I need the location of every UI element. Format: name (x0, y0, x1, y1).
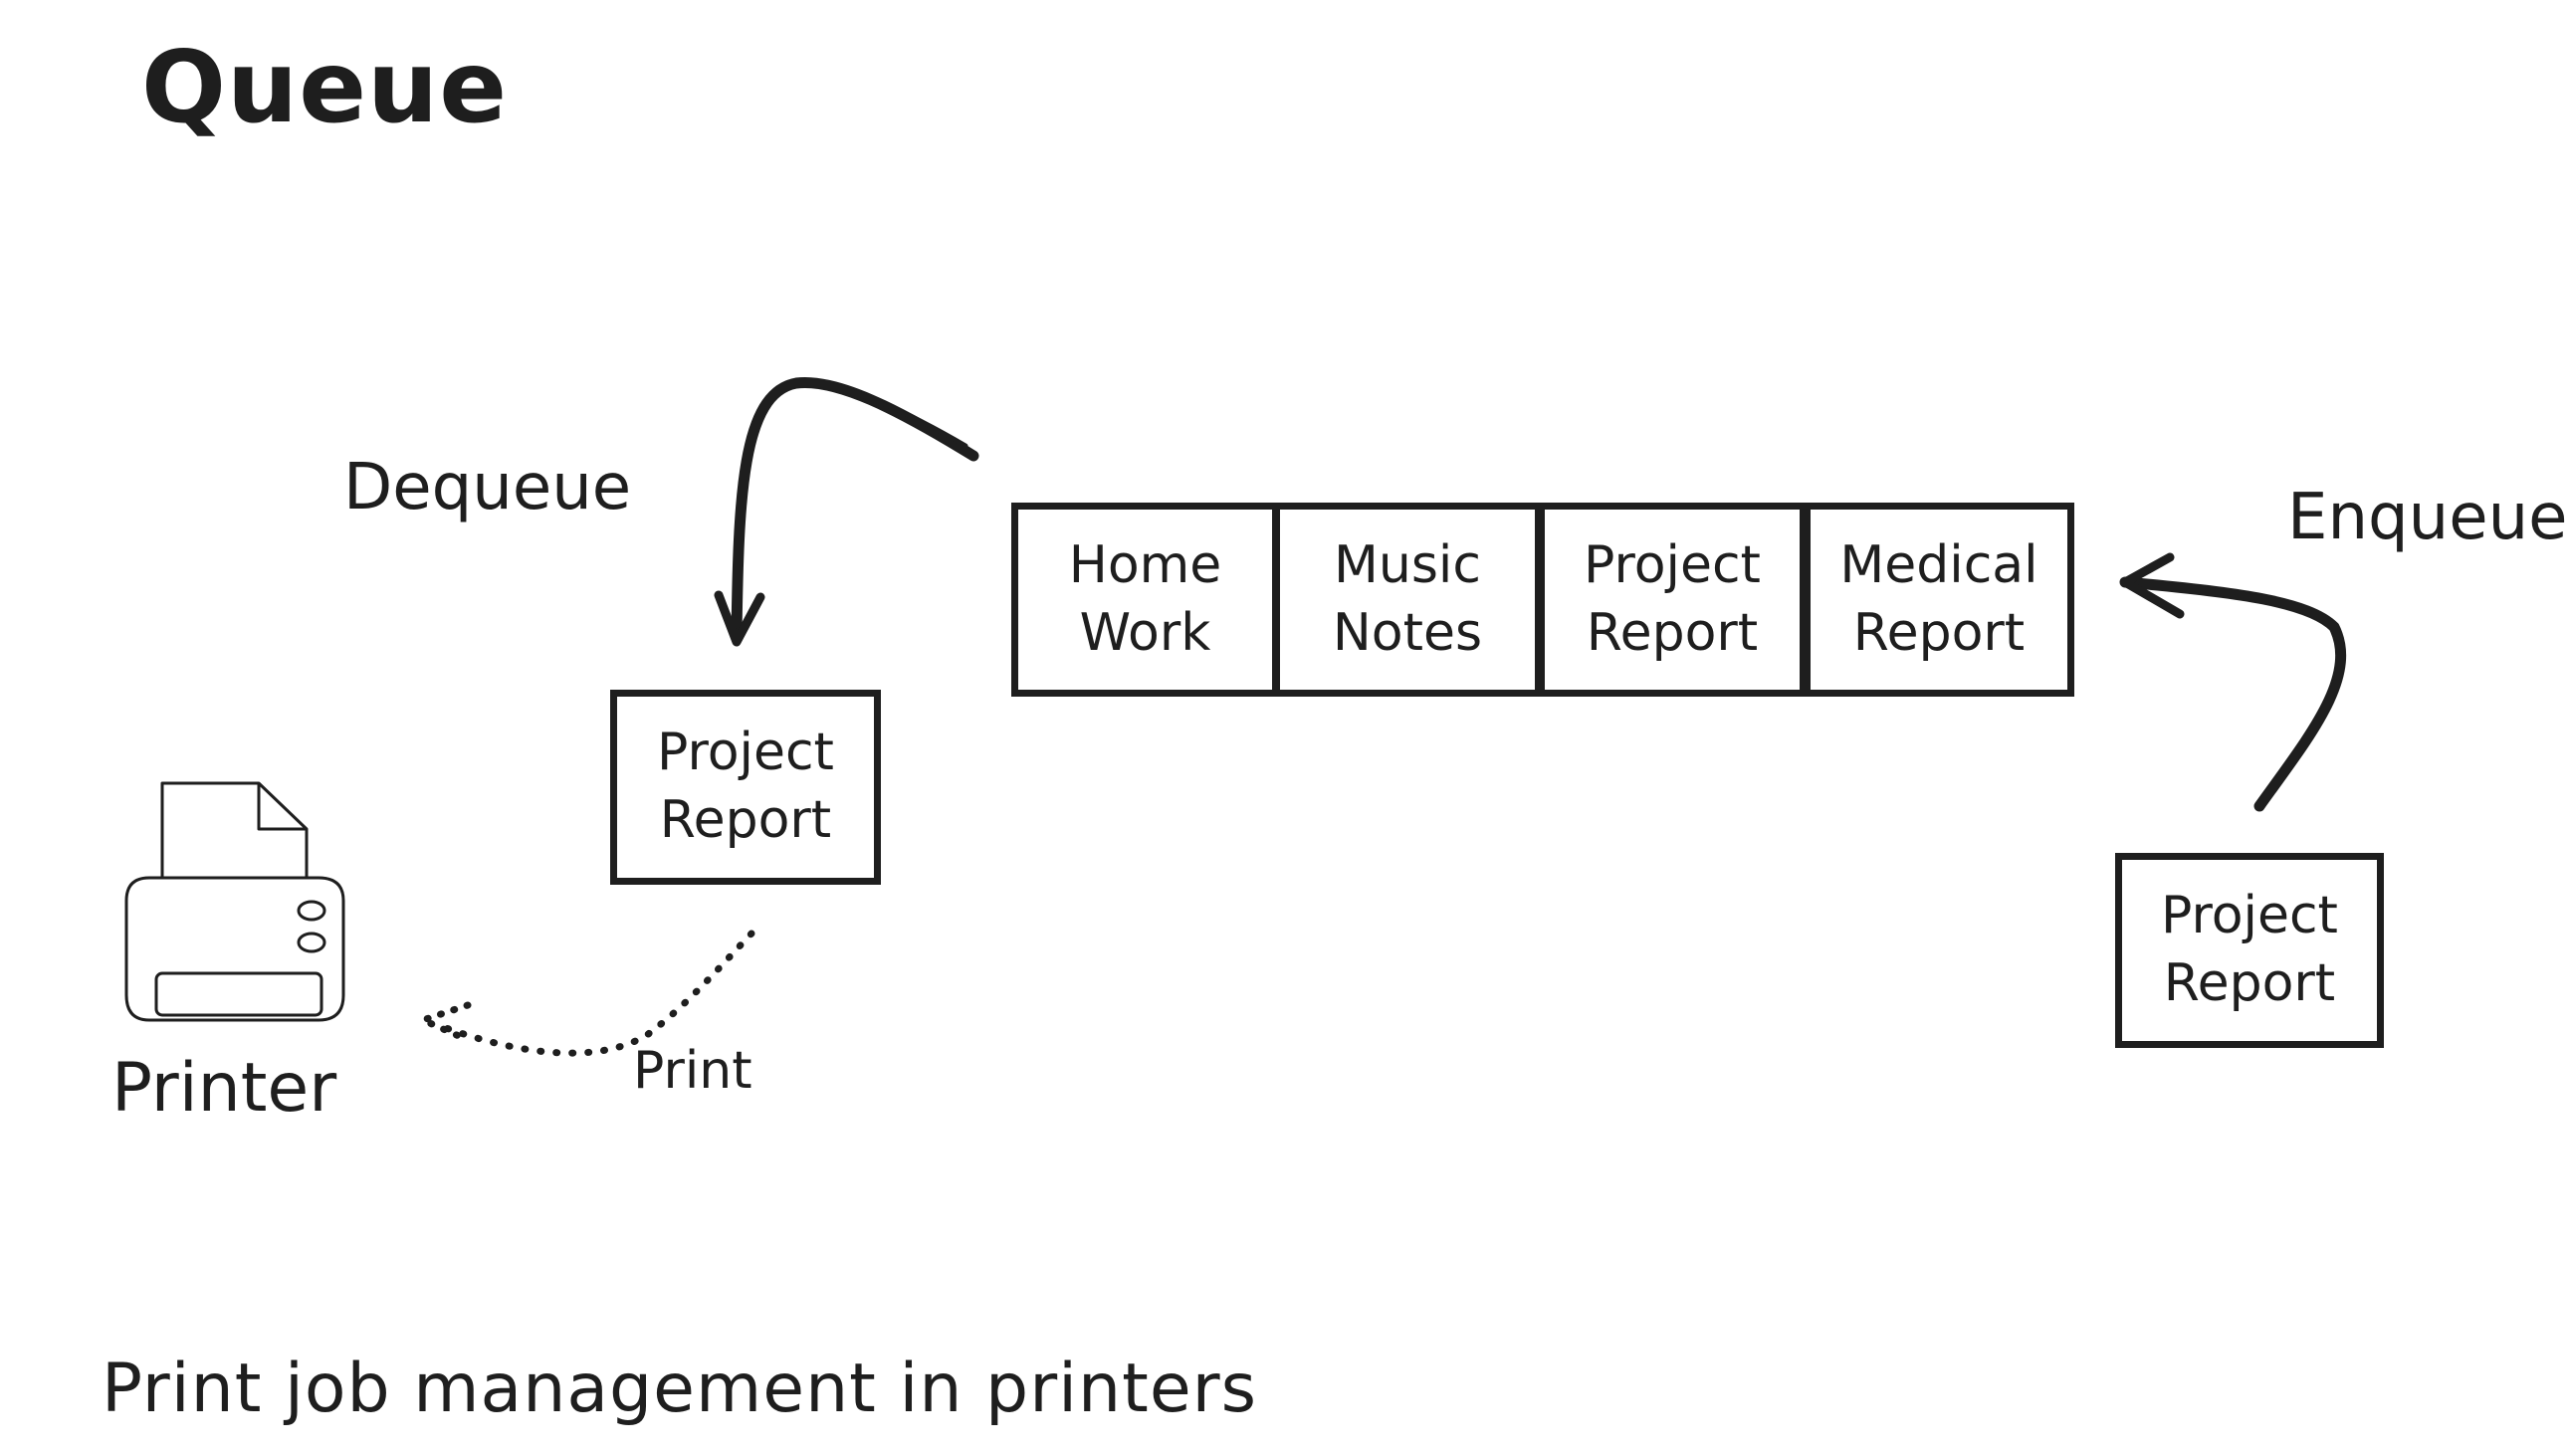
queue-item-line: Medical (1839, 534, 2038, 595)
dequeue-arrow (714, 376, 979, 647)
print-label: Print (633, 1041, 752, 1101)
incoming-item-line: Project (2161, 886, 2338, 946)
printer-icon (124, 781, 345, 1022)
queue-item-line: Project (1584, 534, 1761, 595)
queue-item-home-work: Home Work (1011, 503, 1279, 697)
diagram-title: Queue (141, 29, 509, 145)
queue-item-medical-report: Medical Report (1804, 503, 2074, 697)
queue-item-line: Report (1852, 602, 2026, 663)
dequeued-item-line: Report (659, 790, 832, 850)
diagram-caption: Print job management in printers (102, 1350, 1258, 1428)
queue-item-line: Work (1079, 602, 1211, 663)
queue-item-line: Music (1334, 534, 1481, 595)
dequeue-label: Dequeue (343, 451, 632, 524)
queue-item-music-notes: Music Notes (1273, 503, 1542, 697)
enqueue-label: Enqueue (2287, 481, 2568, 554)
incoming-item: Project Report (2115, 853, 2384, 1048)
dequeued-item: Project Report (610, 690, 881, 885)
queue-item-line: Home (1068, 534, 1222, 595)
incoming-item-line: Report (2163, 953, 2336, 1013)
enqueue-arrow (2119, 552, 2347, 812)
printer-label: Printer (111, 1049, 337, 1128)
queue-item-line: Notes (1332, 602, 1483, 663)
queue-item-project-report: Project Report (1538, 503, 1807, 697)
queue-item-line: Report (1586, 602, 1759, 663)
dequeued-item-line: Project (657, 723, 834, 783)
print-dotted-arrow (413, 930, 755, 1057)
